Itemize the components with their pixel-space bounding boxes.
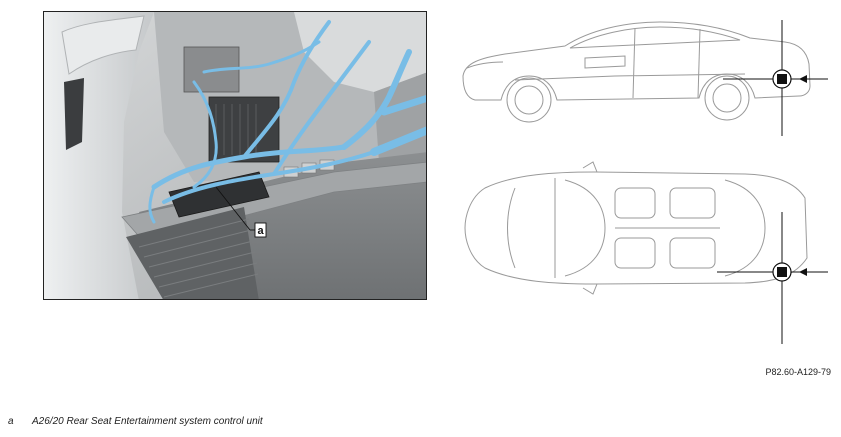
vehicle-side-view	[455, 18, 831, 136]
location-marker-side	[723, 20, 828, 136]
tail-light-housing	[61, 15, 145, 75]
side-view-drawing	[462, 20, 828, 136]
callout-label: a	[257, 225, 264, 237]
crosshair-square-icon	[777, 267, 787, 277]
side-view-line-art	[462, 21, 811, 123]
top-view-drawing	[464, 161, 828, 344]
trunk-installation-illustration: a	[43, 11, 427, 300]
legend: a A26/20 Rear Seat Entertainment system c…	[8, 416, 263, 427]
callout-box	[254, 222, 267, 238]
sill-ribs	[138, 218, 259, 298]
crosshair-square-icon	[777, 74, 787, 84]
wiring-harness	[148, 20, 426, 224]
callout-leader-line	[215, 186, 251, 231]
module-fins	[215, 104, 257, 155]
tail-light-lens	[64, 78, 84, 150]
location-marker-top	[717, 212, 828, 344]
figure-code: P82.60-A129-79	[765, 367, 831, 377]
top-view-line-art	[464, 161, 808, 295]
legend-text: A26/20 Rear Seat Entertainment system co…	[32, 416, 263, 427]
control-unit-a26-20	[168, 171, 270, 218]
legend-key: a	[8, 416, 14, 427]
trunk-drawing: a	[44, 12, 426, 299]
vehicle-top-view	[455, 158, 831, 344]
